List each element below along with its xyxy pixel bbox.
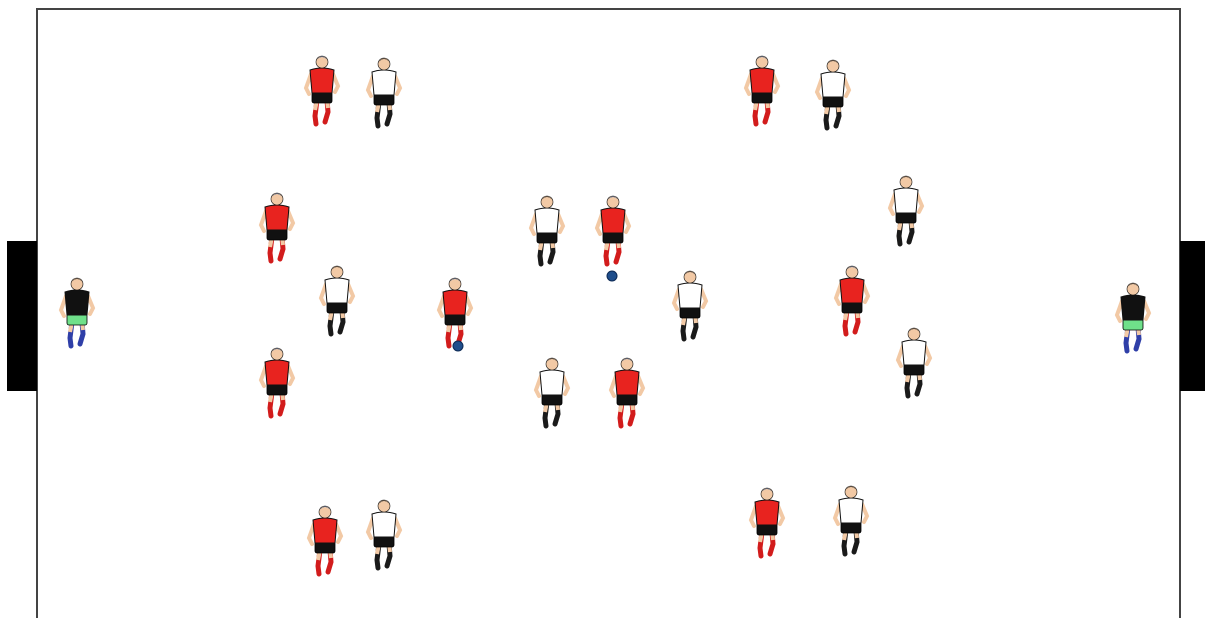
balls-layer [453, 271, 617, 351]
white-player [898, 328, 930, 396]
right-goal [1180, 241, 1205, 391]
red-player [306, 56, 338, 124]
red-player [611, 358, 643, 426]
red-player [751, 488, 783, 556]
red-player [439, 278, 471, 346]
left-goalkeeper [61, 278, 93, 346]
ball [607, 271, 617, 281]
right-goalkeeper [1117, 283, 1149, 351]
white-player [321, 266, 353, 334]
red-player [261, 193, 293, 261]
white-player [368, 58, 400, 126]
red-player [261, 348, 293, 416]
white-player [368, 500, 400, 568]
pitch-boundary [37, 9, 1180, 618]
white-player [890, 176, 922, 244]
red-player [746, 56, 778, 124]
white-player [817, 60, 849, 128]
ball [453, 341, 463, 351]
white-player [536, 358, 568, 426]
red-player [309, 506, 341, 574]
red-player [597, 196, 629, 264]
white-player [531, 196, 563, 264]
white-player [674, 271, 706, 339]
left-goal [7, 241, 37, 391]
white-player [835, 486, 867, 554]
red-player [836, 266, 868, 334]
players-layer [61, 56, 1149, 574]
